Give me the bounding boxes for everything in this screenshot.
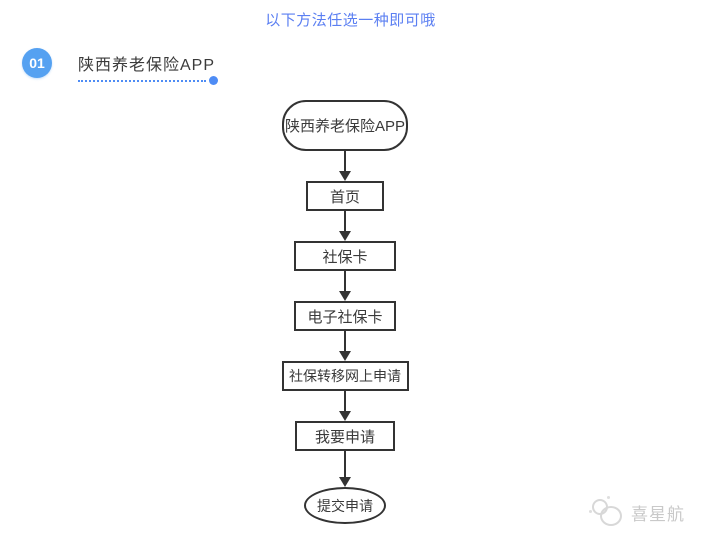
watermark-spark xyxy=(589,510,592,513)
page-caption: 以下方法任选一种即可哦 xyxy=(265,12,436,29)
watermark-circle-big xyxy=(600,506,622,526)
accent-dot xyxy=(209,76,218,85)
arrow-head xyxy=(339,231,351,241)
arrow-down-icon xyxy=(339,271,351,301)
arrow-shaft xyxy=(344,391,346,411)
flow-node-home: 首页 xyxy=(306,181,384,211)
watermark-text: 喜星航 xyxy=(631,504,685,524)
watermark: 喜星航 xyxy=(589,496,685,528)
arrow-down-icon xyxy=(339,391,351,421)
flowchart: 陕西养老保险APP 首页 社保卡 电子社保卡 社保转移网上申请 我要申请 提交申… xyxy=(280,100,410,524)
watermark-logo-icon xyxy=(589,496,625,528)
flow-node-social-card: 社保卡 xyxy=(294,241,396,271)
arrow-head xyxy=(339,411,351,421)
arrow-shaft xyxy=(344,211,346,231)
arrow-shaft xyxy=(344,451,346,477)
arrow-shaft xyxy=(344,331,346,351)
flow-node-apply: 我要申请 xyxy=(295,421,395,451)
arrow-down-icon xyxy=(339,451,351,487)
arrow-shaft xyxy=(344,151,346,171)
arrow-head xyxy=(339,291,351,301)
arrow-head xyxy=(339,171,351,181)
section-title: 陕西养老保险APP xyxy=(78,57,216,74)
dotted-underline xyxy=(78,76,218,85)
flow-node-transfer-online: 社保转移网上申请 xyxy=(281,361,409,391)
section-header: 01 陕西养老保险APP xyxy=(22,48,218,85)
arrow-head xyxy=(339,351,351,361)
arrow-down-icon xyxy=(339,211,351,241)
arrow-shaft xyxy=(344,271,346,291)
flow-node-submit: 提交申请 xyxy=(304,487,386,524)
arrow-down-icon xyxy=(339,331,351,361)
watermark-spark xyxy=(607,496,610,499)
step-number-badge: 01 xyxy=(22,48,52,78)
flow-node-e-card: 电子社保卡 xyxy=(294,301,396,331)
section-label-wrap: 陕西养老保险APP xyxy=(78,48,218,85)
flow-node-start: 陕西养老保险APP xyxy=(282,100,408,151)
arrow-head xyxy=(339,477,351,487)
arrow-down-icon xyxy=(339,151,351,181)
